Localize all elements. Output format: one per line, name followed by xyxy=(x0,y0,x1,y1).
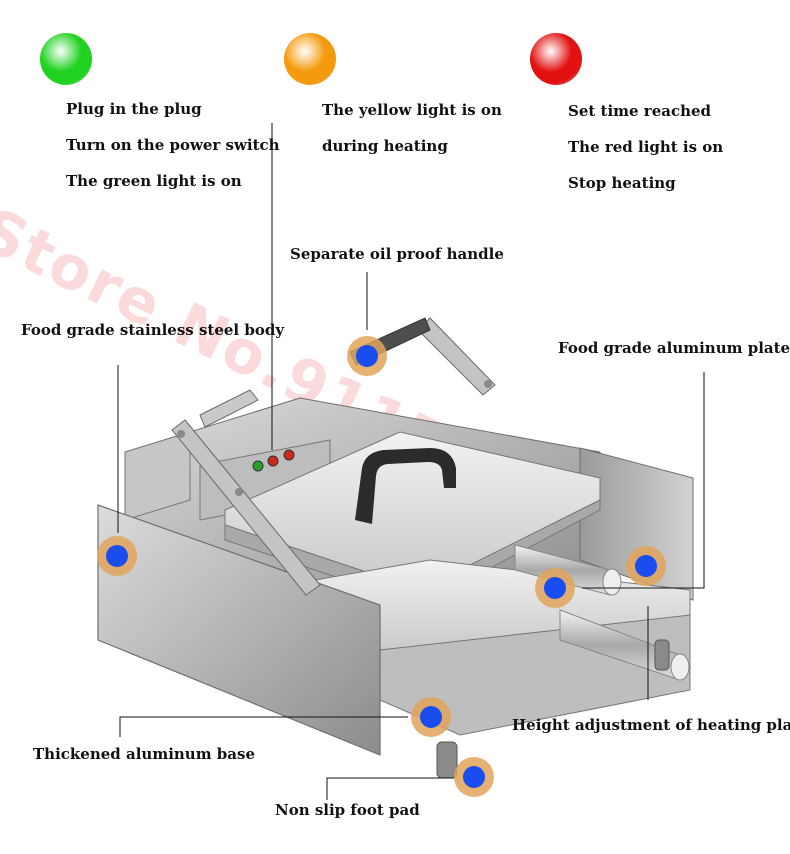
yellow-caption-1: The yellow light is on xyxy=(322,101,502,119)
yellow-caption-2: during heating xyxy=(322,137,448,155)
plate-marker xyxy=(626,546,666,586)
handle-marker xyxy=(347,336,387,376)
foot-marker xyxy=(454,757,494,797)
handle-label: Separate oil proof handle xyxy=(290,245,504,263)
red-caption-1: Set time reached xyxy=(568,102,712,120)
green-caption-3: The green light is on xyxy=(66,172,242,190)
base-label: Thickened aluminum base xyxy=(33,745,255,763)
green-caption-1: Plug in the plug xyxy=(66,100,202,118)
leader-lines xyxy=(117,123,705,800)
plate-label: Food grade aluminum plate xyxy=(558,339,790,357)
height-marker xyxy=(535,568,575,608)
height-label: Height adjustment of heating plate xyxy=(512,716,790,734)
green-light-indicator xyxy=(40,33,92,85)
red-caption-3: Stop heating xyxy=(568,174,676,192)
red-light-indicator xyxy=(530,33,582,85)
green-caption-2: Turn on the power switch xyxy=(66,136,280,154)
body-label: Food grade stainless steel body xyxy=(21,321,285,339)
body-marker xyxy=(97,536,137,576)
red-caption-2: The red light is on xyxy=(568,138,724,156)
foot-label: Non slip foot pad xyxy=(275,801,420,819)
yellow-light-indicator xyxy=(284,33,336,85)
base-marker xyxy=(411,697,451,737)
